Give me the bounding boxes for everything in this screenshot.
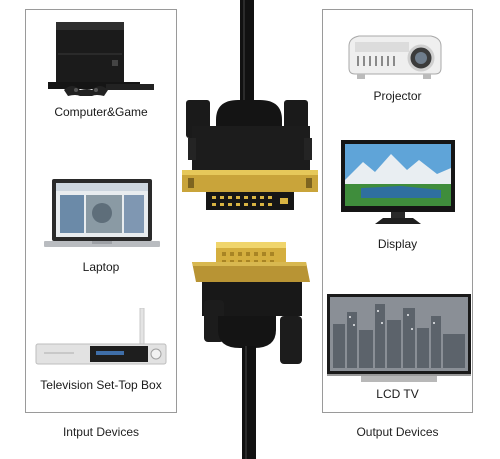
laptop-icon xyxy=(44,177,160,253)
lcd-tv-icon xyxy=(327,294,471,386)
monitor-icon xyxy=(341,140,455,230)
output-device-label-projector: Projector xyxy=(373,89,422,103)
output-devices-panel: Projector Display xyxy=(322,9,473,413)
input-devices-heading: Intput Devices xyxy=(62,425,140,439)
input-devices-panel: Computer&Game Laptop Television Set-Top … xyxy=(25,9,177,413)
output-device-label-display: Display xyxy=(377,237,418,251)
set-top-box-icon xyxy=(34,308,170,370)
input-device-label-set-top-box: Television Set-Top Box xyxy=(40,378,162,392)
game-console-icon xyxy=(46,20,158,100)
output-devices-heading: Output Devices xyxy=(356,425,439,439)
input-device-label-laptop: Laptop xyxy=(82,260,120,274)
output-device-label-lcd-tv: LCD TV xyxy=(376,387,419,401)
projector-icon xyxy=(343,32,447,82)
input-device-label-computer: Computer&Game xyxy=(54,105,148,119)
dvi-cable-icon xyxy=(178,0,322,459)
